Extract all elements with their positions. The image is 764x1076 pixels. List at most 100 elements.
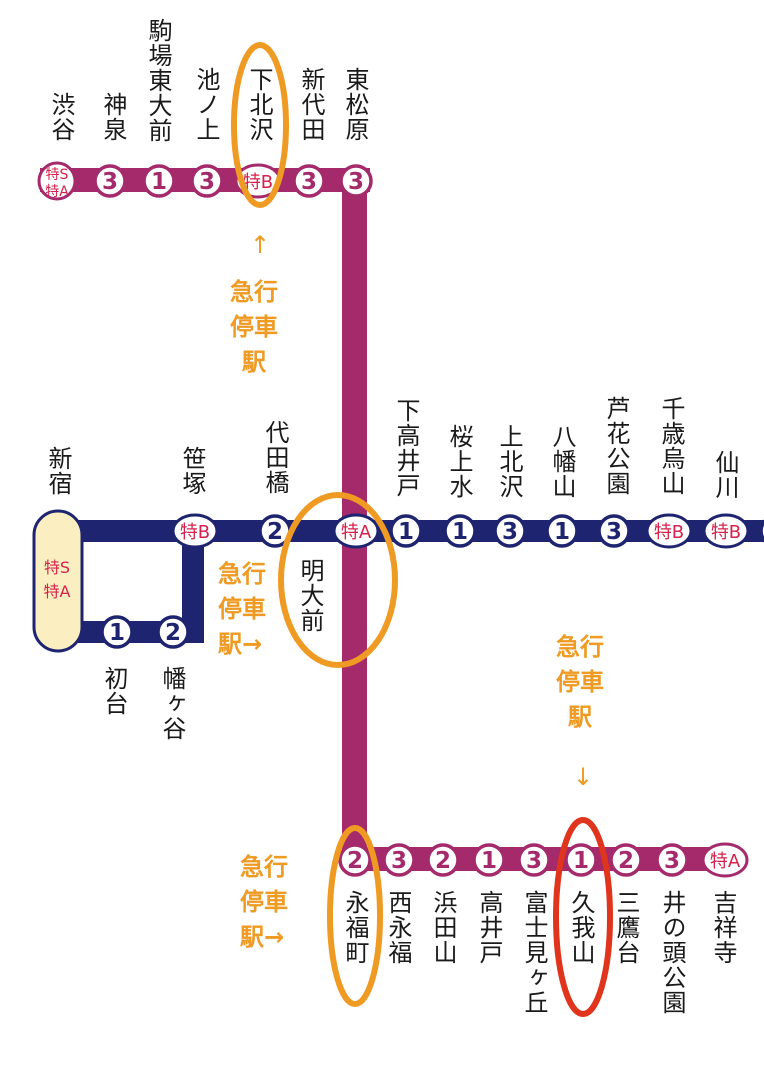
marker-kugayama: 1 <box>564 843 598 877</box>
marker-kamikitazawa: 3 <box>493 514 527 548</box>
marker-fujimigaoka-label: 3 <box>526 848 542 874</box>
marker-sengawa: 特B <box>702 513 750 549</box>
station-komaba-todaimae: 駒場東大前 <box>144 18 172 143</box>
marker-hachimanyama: 1 <box>545 514 579 548</box>
marker-shibuya-label-1: 特S <box>46 167 69 183</box>
marker-kichijoji: 特A <box>701 842 749 878</box>
station-shimotakaido: 下高井戸 <box>392 398 420 498</box>
station-hatagaya: 幡ヶ谷 <box>158 666 186 741</box>
station-shibuya: 渋谷 <box>47 92 75 142</box>
marker-chitose-karasuyama: 特B <box>645 513 693 549</box>
marker-hatsudai: 1 <box>100 615 134 649</box>
station-daitabashi: 代田橋 <box>261 420 289 495</box>
marker-meidaimae-label: 特A <box>341 522 372 543</box>
marker-next-station <box>759 519 764 543</box>
station-shinjuku: 新宿 <box>44 446 72 496</box>
marker-sengawa-label: 特B <box>711 522 741 543</box>
station-kamikitazawa: 上北沢 <box>495 424 523 499</box>
marker-hatagaya-label: 2 <box>165 620 181 646</box>
shimokitazawa-note-arrow: ↑ <box>250 231 271 259</box>
station-shindaita: 新代田 <box>297 67 325 142</box>
marker-shimotakaido: 1 <box>389 514 423 548</box>
marker-sasazuka-label: 特B <box>180 522 210 543</box>
marker-daitabashi-label: 2 <box>267 519 283 545</box>
marker-daitabashi: 2 <box>258 514 292 548</box>
station-sakurajosui: 桜上水 <box>445 424 473 499</box>
station-meidaimae: 明大前 <box>296 558 324 633</box>
marker-mitakadai: 2 <box>609 843 643 877</box>
marker-shinsen-label: 3 <box>102 169 118 195</box>
kugayama-highlight <box>553 817 613 1017</box>
marker-hatagaya: 2 <box>156 615 190 649</box>
marker-komaba: 1 <box>142 164 176 198</box>
marker-eifukucho: 2 <box>338 843 372 877</box>
marker-shimokitazawa-label: 特B <box>243 172 273 193</box>
marker-inokashira-koen-label: 3 <box>664 848 680 874</box>
marker-meidaimae: 特A <box>332 513 380 549</box>
station-higashi-matsubara: 東松原 <box>341 67 369 142</box>
station-inokashira-koen: 井の頭公園 <box>658 890 686 1015</box>
marker-shindaita-label: 3 <box>301 169 317 195</box>
station-fujimigaoka: 富士見ヶ丘 <box>520 890 548 1015</box>
shimokitazawa-highlight <box>231 42 289 208</box>
keio-new-line-vertical <box>182 530 204 643</box>
marker-sakurajosui-label: 1 <box>452 519 468 545</box>
marker-shinjuku-label-2: 特A <box>44 582 71 601</box>
marker-hatsudai-label: 1 <box>109 620 125 646</box>
marker-sasazuka: 特B <box>171 513 219 549</box>
marker-roka-koen: 3 <box>597 514 631 548</box>
marker-mitakadai-label: 2 <box>618 848 634 874</box>
eifukucho-highlight <box>327 825 383 1007</box>
marker-hamadayama-label: 2 <box>435 848 451 874</box>
marker-shindaita: 3 <box>292 164 326 198</box>
station-nishi-eifuku: 西永福 <box>384 890 412 965</box>
marker-hachimanyama-label: 1 <box>554 519 570 545</box>
station-shimokitazawa: 下北沢 <box>245 67 273 142</box>
station-eifukucho: 永福町 <box>341 890 369 965</box>
shimokitazawa-note: 急行 停車 駅 <box>230 278 278 376</box>
station-shinsen: 神泉 <box>99 92 127 142</box>
marker-shinjuku-label-1: 特S <box>44 558 70 577</box>
station-hamadayama: 浜田山 <box>429 890 457 965</box>
marker-ikenoue: 3 <box>190 164 224 198</box>
marker-komaba-label: 1 <box>151 169 167 195</box>
meidaimae-highlight <box>278 492 398 668</box>
marker-fujimigaoka: 3 <box>517 843 551 877</box>
station-hachimanyama: 八幡山 <box>548 424 576 499</box>
station-sasazuka: 笹塚 <box>178 446 206 496</box>
marker-eifukucho-label: 2 <box>347 848 363 874</box>
marker-shinsen: 3 <box>93 164 127 198</box>
station-sengawa: 仙川 <box>711 450 739 500</box>
marker-hamadayama: 2 <box>426 843 460 877</box>
station-roka-koen: 芦花公園 <box>602 396 630 496</box>
station-hatsudai: 初台 <box>100 666 128 716</box>
marker-takaido: 1 <box>472 843 506 877</box>
kugayama-note-arrow: ↓ <box>573 763 594 791</box>
marker-roka-koen-label: 3 <box>606 519 622 545</box>
marker-nishi-eifuku-label: 3 <box>391 848 407 874</box>
marker-kamikitazawa-label: 3 <box>502 519 518 545</box>
marker-shibuya-label-2: 特A <box>45 184 69 200</box>
station-kugayama: 久我山 <box>567 890 595 965</box>
marker-chitose-karasuyama-label: 特B <box>654 522 684 543</box>
marker-higashi-matsubara-label: 3 <box>348 169 364 195</box>
station-ikenoue: 池ノ上 <box>192 67 220 142</box>
marker-takaido-label: 1 <box>481 848 497 874</box>
marker-nishi-eifuku: 3 <box>382 843 416 877</box>
marker-inokashira-koen: 3 <box>655 843 689 877</box>
station-mitakadai: 三鷹台 <box>612 890 640 965</box>
station-chitose-karasuyama: 千歳烏山 <box>657 396 685 496</box>
marker-sakurajosui: 1 <box>443 514 477 548</box>
meidaimae-note: 急行 停車 駅→ <box>218 560 266 658</box>
station-takaido: 高井戸 <box>475 890 503 965</box>
kugayama-note: 急行 停車 駅 <box>556 633 604 731</box>
marker-ikenoue-label: 3 <box>199 169 215 195</box>
eifukucho-note: 急行 停車 駅→ <box>240 853 288 951</box>
station-kichijoji: 吉祥寺 <box>709 890 737 965</box>
shinjuku-box <box>32 509 84 653</box>
marker-higashi-matsubara: 3 <box>339 164 373 198</box>
marker-kichijoji-label: 特A <box>710 851 741 872</box>
